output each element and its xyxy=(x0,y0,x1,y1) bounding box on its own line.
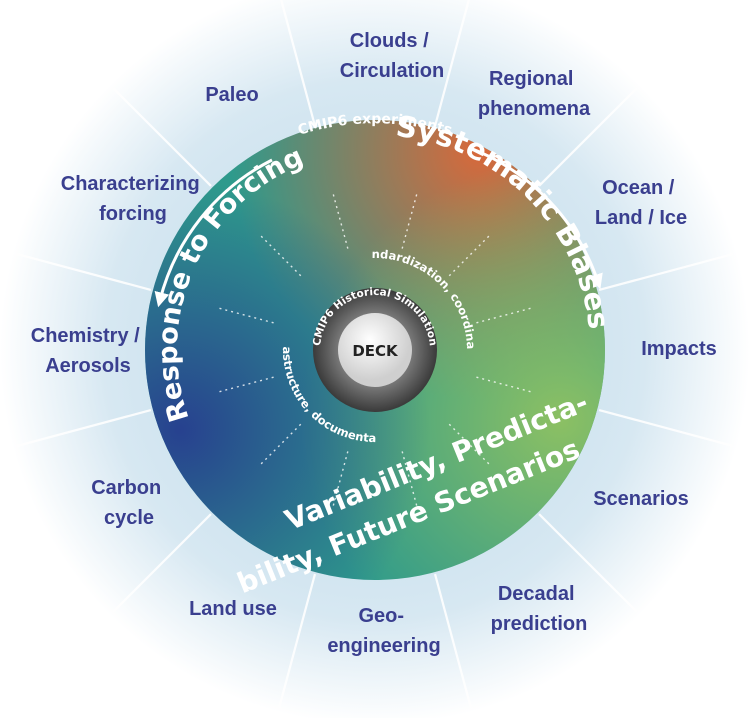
spoke-line xyxy=(538,513,638,613)
dotted-spoke xyxy=(448,232,493,277)
dotted-spoke xyxy=(257,232,302,277)
outer-label-geo: Geo- engineering xyxy=(327,605,440,657)
dotted-spoke xyxy=(331,190,349,249)
spoke-line xyxy=(598,408,733,447)
outer-label-landuse: Land use xyxy=(189,598,277,620)
outer-label-paleo: Paleo xyxy=(205,84,258,106)
dotted-spoke xyxy=(257,423,302,468)
dotted-spoke xyxy=(331,451,349,510)
response-to-forcing-arrow xyxy=(154,158,273,308)
outer-label-regional: Regional phenomena xyxy=(478,68,591,120)
dotted-spoke xyxy=(476,376,535,394)
spoke-line xyxy=(17,408,152,447)
outer-label-chemistry: Chemistry / Aerosols xyxy=(31,325,146,377)
outer-label-scenarios: Scenarios xyxy=(593,488,689,510)
dotted-spokes xyxy=(215,190,535,510)
dotted-spoke xyxy=(476,306,535,324)
outer-label-decadal: Decadal prediction xyxy=(491,583,588,635)
spoke-line xyxy=(433,573,472,708)
spoke-lines xyxy=(17,0,733,708)
outer-labels: Clouds / Circulation Regional phenomena … xyxy=(31,30,717,657)
outer-label-impacts: Impacts xyxy=(641,338,717,360)
outer-label-carbon: Carbon cycle xyxy=(91,477,167,529)
dotted-spoke xyxy=(401,190,419,249)
spoke-line xyxy=(278,573,317,708)
dotted-spoke xyxy=(215,376,274,394)
systematic-biases-arrow xyxy=(469,146,603,290)
outer-label-forcing: Characterizing forcing xyxy=(61,173,206,225)
spoke-line xyxy=(598,253,733,292)
outer-label-clouds: Clouds / Circulation xyxy=(340,30,444,82)
deck-circle xyxy=(338,313,412,387)
spoke-line xyxy=(112,513,212,613)
outer-label-ocean: Ocean / Land / Ice xyxy=(595,177,687,229)
dotted-spoke xyxy=(215,306,274,324)
dotted-spoke xyxy=(401,451,419,510)
spoke-line xyxy=(433,0,470,127)
spoke-line xyxy=(538,87,638,187)
dotted-spoke xyxy=(448,423,493,468)
spoke-line xyxy=(17,253,152,292)
spoke-line xyxy=(280,0,317,127)
spoke-line xyxy=(112,87,212,187)
deck-label: DECK xyxy=(352,342,399,360)
